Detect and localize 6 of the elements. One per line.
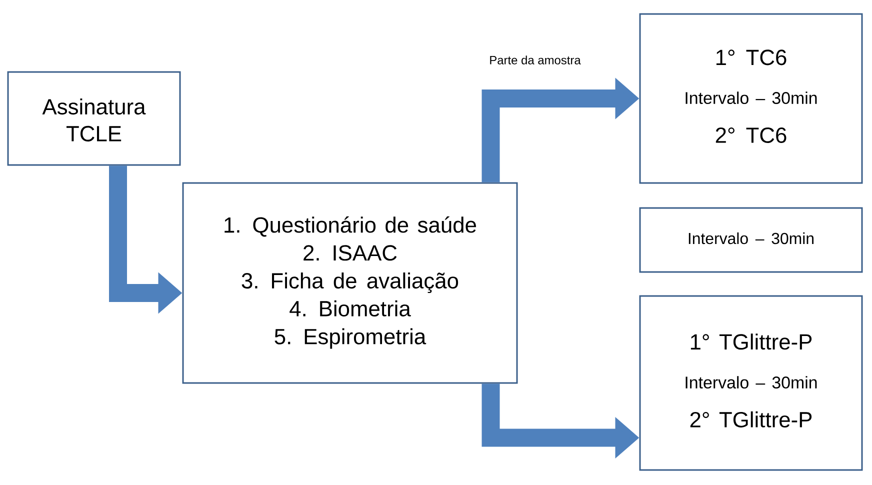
- process-box: Assinatura TCLE: [7, 71, 181, 166]
- process-box: 1° TGlittre-P Intervalo – 30min 2° TGlittre-P: [639, 295, 863, 471]
- process-box: 1° TC6 Intervalo – 30min 2° TC6: [639, 13, 863, 184]
- edge-label: Parte da amostra: [488, 54, 582, 66]
- process-box: Intervalo – 30min: [639, 207, 863, 273]
- process-box: 1. Questionário de saúde 2. ISAAC 3. Ficha de avaliação 4. Biometria 5. Espirometria: [182, 182, 518, 384]
